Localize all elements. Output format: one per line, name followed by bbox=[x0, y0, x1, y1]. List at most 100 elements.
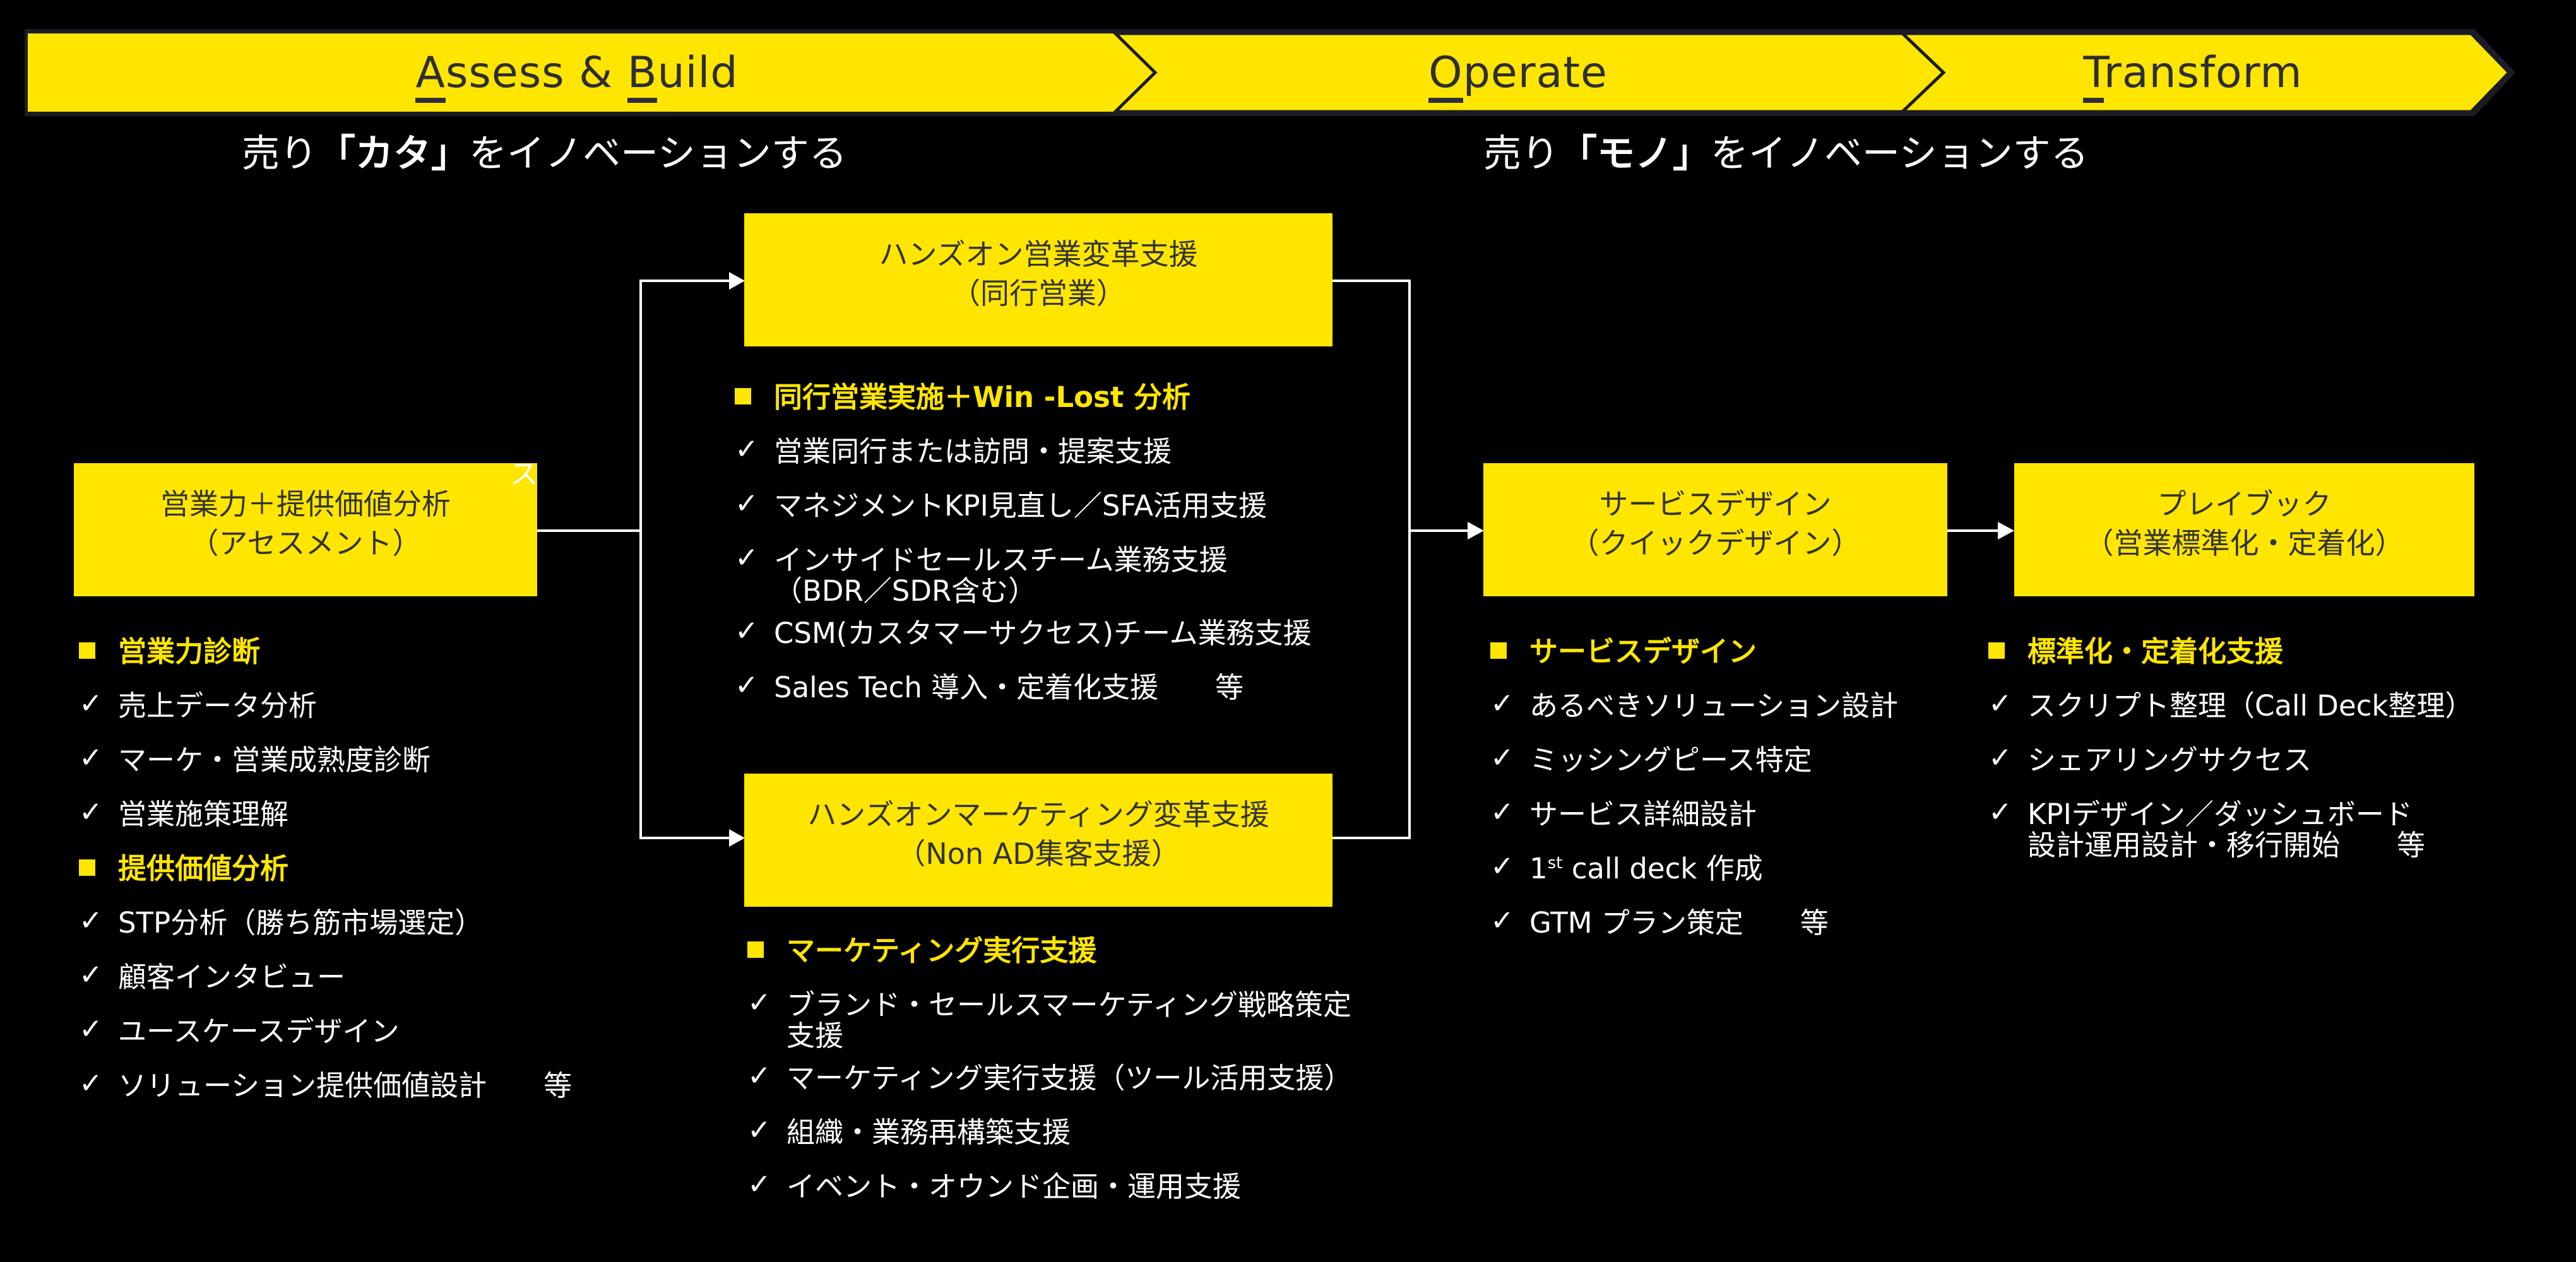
list-item: ✓売上データ分析 bbox=[79, 676, 572, 730]
check-icon: ✓ bbox=[747, 1058, 771, 1092]
etc-suffix: 等 bbox=[1215, 670, 1244, 704]
list-service-design: サービスデザイン ✓ あるべきソリューション設計 ✓ ミッシングピース特定 ✓サービス詳細… bbox=[1490, 622, 1898, 947]
list-assessment: 営業力診断 ✓売上データ分析✓マーケ・営業成熟度診断✓営業施策理解提供価値分析 ✓S… bbox=[79, 622, 572, 1110]
check-icon: ✓ bbox=[747, 1167, 771, 1201]
list-heading: マーケティング実行支援 bbox=[747, 921, 1352, 975]
phase-initial: T bbox=[2083, 47, 2104, 103]
list-item-text: シェアリングサクセス bbox=[2027, 737, 2312, 778]
list-item: ✓CSM(カスタマーサクセス)チーム業務支援 bbox=[735, 603, 1312, 658]
arrow-head-icon bbox=[1998, 522, 2014, 540]
list-item: ✓営業施策理解 bbox=[79, 784, 572, 839]
square-bullet-icon bbox=[1988, 632, 2027, 666]
list-item-label: マーケティング実行支援 bbox=[786, 933, 1097, 967]
list-item-label: インサイドセールスチーム業務支援 bbox=[774, 543, 1228, 577]
list-item: ✓GTM プラン策定等 bbox=[1490, 893, 1898, 947]
check-icon: ✓ bbox=[1490, 849, 1514, 883]
box-playbook: プレイブック（営業標準化・定着化） bbox=[2014, 463, 2474, 596]
check-icon: ✓ bbox=[79, 1066, 103, 1100]
list-item-label: 営業力診断 bbox=[118, 634, 261, 668]
list-item-label: マネジメントKPI見直し／SFA活用支援 bbox=[774, 488, 1267, 522]
list-item-label: 顧客インタビュー bbox=[118, 960, 346, 994]
list-item-label: ブランド・セールスマーケティング戦略策定 bbox=[786, 988, 1352, 1022]
arrow-head-icon bbox=[729, 272, 745, 290]
list-item-continuation: （BDR／SDR含む） bbox=[735, 568, 1312, 608]
check-icon: ✓ bbox=[735, 432, 759, 466]
phase-label: perate bbox=[1463, 47, 1608, 98]
list-heading: 標準化・定着化支援 bbox=[1988, 622, 2473, 676]
etc-suffix: 等 bbox=[543, 1068, 573, 1102]
list-item-label: あるべきソリューション設計 bbox=[1529, 688, 1899, 722]
check-icon: ✓ bbox=[735, 540, 759, 574]
square-bullet-icon bbox=[747, 941, 764, 958]
square-bullet-icon bbox=[735, 378, 774, 411]
list-item-text: マーケティング実行支援（ツール活用支援） bbox=[786, 1055, 1352, 1096]
list-item: ✓ 営業同行または訪問・提案支援 bbox=[735, 422, 1312, 476]
square-bullet-icon bbox=[735, 387, 751, 404]
subtitle-mono: 売り「モノ」をイノベーションする bbox=[1483, 132, 2089, 176]
list-item-text: スクリプト整理（Call Deck整理） bbox=[2027, 683, 2473, 724]
list-item: ✓ あるべきソリューション設計 bbox=[1490, 676, 1898, 730]
square-bullet-icon bbox=[79, 632, 118, 666]
list-item: ✓ユースケースデザイン bbox=[79, 1001, 572, 1056]
list-item-label: 営業同行または訪問・提案支援 bbox=[774, 434, 1172, 468]
square-bullet-icon bbox=[1490, 642, 1507, 659]
list-item: ✓ マネジメントKPI見直し／SFA活用支援 bbox=[735, 476, 1312, 530]
phase-initial: A bbox=[415, 47, 446, 103]
list-item-text: 顧客インタビュー bbox=[118, 954, 345, 995]
square-bullet-icon bbox=[79, 859, 95, 876]
list-playbook: 標準化・定着化支援✓スクリプト整理（Call Deck整理）✓シェアリングサクセ… bbox=[1988, 622, 2473, 862]
list-heading: サービスデザイン bbox=[1490, 622, 1898, 676]
list-heading: 提供価値分析 bbox=[79, 839, 572, 893]
phase-initial: B bbox=[627, 47, 658, 103]
connector-merge bbox=[1333, 280, 1411, 839]
list-item: ✓ インサイドセールスチーム業務支援 bbox=[735, 530, 1312, 584]
list-item: ✓ 1st call deck 作成 bbox=[1490, 839, 1898, 893]
list-item-label: CSM(カスタマーサクセス)チーム業務支援 bbox=[774, 616, 1312, 650]
list-item-label: シェアリングサクセス bbox=[2027, 743, 2312, 777]
list-item-text: ブランド・セールスマーケティング戦略策定 bbox=[786, 982, 1351, 1023]
list-item: ✓顧客インタビュー bbox=[79, 947, 572, 1001]
square-bullet-icon bbox=[79, 642, 95, 659]
list-item-text: あるべきソリューション設計 bbox=[1529, 683, 1898, 724]
list-item-label: 支援 bbox=[786, 1019, 844, 1053]
list-item-label: 同行営業実施＋Win -Lost 分析 bbox=[774, 380, 1190, 414]
list-item: ✓ ソリューション提供価値設計 等 bbox=[79, 1056, 572, 1110]
list-item: ✓シェアリングサクセス bbox=[1988, 730, 2473, 784]
list-item: ✓組織・業務再構築支援 bbox=[747, 1102, 1352, 1157]
check-icon: ✓ bbox=[79, 1011, 103, 1046]
phase-operate: Operate bbox=[1155, 39, 1881, 106]
list-item-label: Sales Tech 導入・定着化支援 bbox=[774, 670, 1159, 704]
box-hands-on-sales: ハンズオン営業変革支援（同行営業） bbox=[744, 213, 1333, 346]
square-bullet-icon bbox=[79, 849, 118, 883]
ordinal-suffix: st bbox=[1547, 853, 1563, 873]
list-item-text: 提供価値分析 bbox=[118, 846, 288, 887]
check-icon: ✓ bbox=[735, 486, 759, 520]
list-item-label: GTM プラン策定 bbox=[1529, 905, 1743, 940]
list-item-text: ミッシングピース特定 bbox=[1529, 737, 1812, 778]
check-icon: ✓ bbox=[1490, 794, 1514, 829]
list-item-text: 営業力診断 bbox=[118, 628, 260, 669]
phase-transform: Transform bbox=[1944, 39, 2442, 106]
check-icon: ✓ bbox=[79, 686, 103, 720]
list-item-label: 提供価値分析 bbox=[118, 851, 289, 885]
phase-assess-build: Assess & Build bbox=[28, 39, 1126, 106]
list-item-text: 1st call deck 作成 bbox=[1529, 846, 1763, 887]
list-item: ✓ブランド・セールスマーケティング戦略策定 bbox=[747, 975, 1352, 1029]
list-item: ✓サービス詳細設計 bbox=[1490, 784, 1898, 839]
check-icon: ✓ bbox=[1490, 686, 1514, 720]
list-item-label: ソリューション提供価値設計 bbox=[118, 1068, 487, 1102]
list-item: ✓STP分析（勝ち筋市場選定） bbox=[79, 893, 572, 947]
check-icon: ✓ bbox=[747, 1112, 771, 1147]
list-item-label: サービスデザイン bbox=[1529, 634, 1757, 668]
list-item: ✓Sales Tech 導入・定着化支援等 bbox=[735, 658, 1312, 712]
list-item-text: KPIデザイン／ダッシュボード bbox=[2027, 791, 2413, 832]
box-service-design: サービスデザイン（クイックデザイン） bbox=[1483, 463, 1947, 596]
square-bullet-icon bbox=[1988, 642, 2005, 659]
list-item: ✓マーケ・営業成熟度診断 bbox=[79, 730, 572, 784]
list-item-text: マネジメントKPI見直し／SFA活用支援 bbox=[774, 483, 1267, 524]
phase-label: ssess bbox=[446, 47, 565, 98]
list-item-text: サービスデザイン bbox=[1529, 628, 1757, 669]
box-hands-on-marketing: ハンズオンマーケティング変革支援（Non AD集客支援） bbox=[744, 774, 1333, 907]
list-item-text: 標準化・定着化支援 bbox=[2027, 628, 2283, 669]
